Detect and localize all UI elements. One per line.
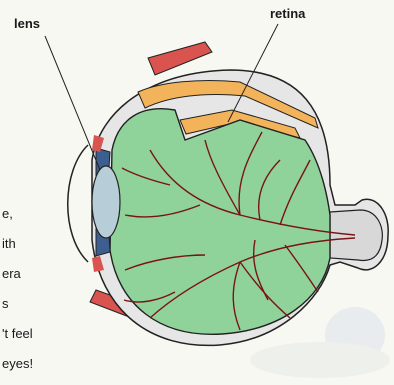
cropped-body-text-line: s — [2, 294, 9, 314]
background-decoration — [250, 342, 390, 378]
cropped-body-text-line: 't feel — [2, 324, 33, 344]
vitreous-body — [110, 109, 330, 335]
lens — [92, 166, 120, 238]
cropped-body-text-line: ith — [2, 234, 16, 254]
upper-eye-muscle — [148, 42, 212, 75]
cropped-body-text-line: e, — [2, 204, 13, 224]
cornea — [68, 145, 88, 262]
optic-nerve — [330, 210, 382, 260]
lens-label: lens — [14, 16, 40, 31]
retina-label: retina — [270, 6, 305, 21]
cropped-body-text-line: era — [2, 264, 21, 284]
lens-pointer-line — [45, 36, 100, 170]
cropped-body-text-line: eyes! — [2, 354, 33, 374]
